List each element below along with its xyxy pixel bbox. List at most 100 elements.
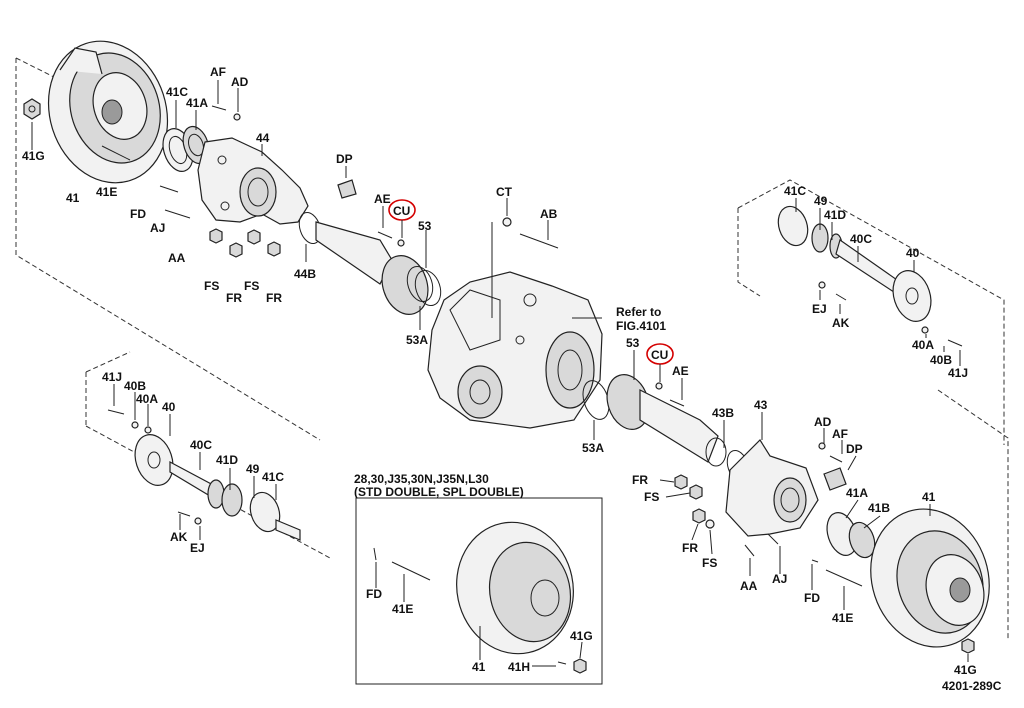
label-41E-upper-left: 41E xyxy=(96,185,117,199)
upper-right-panel-frame xyxy=(737,179,1005,445)
label-41D-upper-right: 41D xyxy=(824,208,846,222)
label-41C-lower-left: 41C xyxy=(262,470,284,484)
label-AA-upper: AA xyxy=(168,251,186,265)
label-AD-upper: AD xyxy=(231,75,249,89)
figure-number: 4201-289C xyxy=(942,679,1002,693)
label-41J-upper-right: 41J xyxy=(948,366,968,380)
inset-title-line-1: 28,30,J35,30N,J35N,L30 xyxy=(354,472,489,486)
label-FD-upper: FD xyxy=(130,207,146,221)
label-FR-lower-right-1: FR xyxy=(632,473,648,487)
label-41A-lower-right: 41A xyxy=(846,486,868,500)
label-CU-center: CU xyxy=(651,348,668,362)
label-DP-lower-right: DP xyxy=(846,442,863,456)
label-43: 43 xyxy=(754,398,768,412)
label-41G-inset: 41G xyxy=(570,629,593,643)
part-labels: 41G 41 41E 41C 41A AF AD 44 FD AJ AA FS … xyxy=(22,65,1002,693)
label-40B-lower-left: 40B xyxy=(124,379,146,393)
label-AB: AB xyxy=(540,207,558,221)
label-41H-inset: 41H xyxy=(508,660,530,674)
label-41-lower-right: 41 xyxy=(922,490,936,504)
brake-drum-41-lower-right xyxy=(870,508,990,648)
label-40A-upper-right: 40A xyxy=(912,338,934,352)
dust-cover-DP-upper xyxy=(337,179,357,199)
axle-housing-stub-right xyxy=(606,374,727,467)
label-53-upper: 53 xyxy=(418,219,432,233)
label-FR-lower-right-2: FR xyxy=(682,541,698,555)
label-DP-upper: DP xyxy=(336,152,353,166)
label-AA-lower-right: AA xyxy=(740,579,758,593)
label-41-upper-left: 41 xyxy=(66,191,80,205)
label-49-lower-left: 49 xyxy=(246,462,260,476)
label-FS-upper-1: FS xyxy=(204,279,219,293)
label-AK-lower-left: AK xyxy=(170,530,188,544)
label-CT: CT xyxy=(496,185,513,199)
small-bolts-FD-AJ-upper xyxy=(159,185,281,258)
inset-hub xyxy=(373,521,587,674)
label-fig-4101: FIG.4101 xyxy=(616,319,666,333)
wheel-stud-41E-upper xyxy=(101,145,131,161)
label-FD-lower-right: FD xyxy=(804,591,820,605)
label-EJ-lower-left: EJ xyxy=(190,541,205,555)
label-40-upper-right: 40 xyxy=(906,246,920,260)
differential-carrier xyxy=(427,271,603,429)
label-49-upper-right: 49 xyxy=(814,194,828,208)
label-FS-upper-2: FS xyxy=(244,279,259,293)
label-FR-upper-1: FR xyxy=(226,291,242,305)
gasket-53A-upper xyxy=(414,269,442,307)
inset-title-line-2: (STD DOUBLE, SPL DOUBLE) xyxy=(354,485,524,499)
label-AE-center: AE xyxy=(672,364,689,378)
inset-box-std-double xyxy=(355,497,603,685)
label-FS-lower-right-1: FS xyxy=(644,490,659,504)
label-FD-inset: FD xyxy=(366,587,382,601)
label-41-inset: 41 xyxy=(472,660,486,674)
label-41E-inset: 41E xyxy=(392,602,413,616)
label-41A-upper-left: 41A xyxy=(186,96,208,110)
label-40A-lower-left: 40A xyxy=(136,392,158,406)
axle-housing-stub-upper xyxy=(315,221,434,315)
label-40-lower-left: 40 xyxy=(162,400,176,414)
leader-lines xyxy=(31,80,969,667)
label-41G-lower-right: 41G xyxy=(954,663,977,677)
label-44B: 44B xyxy=(294,267,316,281)
label-AE-upper: AE xyxy=(374,192,391,206)
label-41B-lower-right: 41B xyxy=(868,501,890,515)
label-EJ-upper-right: EJ xyxy=(812,302,827,316)
label-41J-lower-left: 41J xyxy=(102,370,122,384)
lower-right-panel-frame xyxy=(937,389,1009,640)
small-parts-lower-right xyxy=(674,442,847,557)
label-AJ-upper: AJ xyxy=(150,221,165,235)
label-41C-upper-right: 41C xyxy=(784,184,806,198)
label-53A-upper: 53A xyxy=(406,333,428,347)
label-AD-lower-right: AD xyxy=(814,415,832,429)
wheel-nut-41G-upper xyxy=(23,98,41,120)
label-40C-upper-right: 40C xyxy=(850,232,872,246)
label-40C-lower-left: 40C xyxy=(190,438,212,452)
seal-bearing-41A-41B-lower xyxy=(826,512,876,559)
bolts-AF-AD-upper xyxy=(211,105,241,121)
bolt-AB-washer-CT xyxy=(502,217,559,249)
label-43B: 43B xyxy=(712,406,734,420)
label-41E-lower-right: 41E xyxy=(832,611,853,625)
label-AK-upper-right: AK xyxy=(832,316,850,330)
label-53-center: 53 xyxy=(626,336,640,350)
studs-nut-lower-right xyxy=(811,559,975,654)
steering-knuckle-43 xyxy=(725,439,819,537)
label-41G-upper-left: 41G xyxy=(22,149,45,163)
label-44: 44 xyxy=(256,131,270,145)
label-FR-upper-2: FR xyxy=(266,291,282,305)
label-AF-lower-right: AF xyxy=(832,427,848,441)
axle-shaft-40-upper-right xyxy=(777,205,963,347)
label-refer-to: Refer to xyxy=(616,305,661,319)
label-40B-upper-right: 40B xyxy=(930,353,952,367)
label-41C-upper-left: 41C xyxy=(166,85,188,99)
label-AJ-lower-right: AJ xyxy=(772,572,787,586)
axle-shaft-40-lower-left xyxy=(107,409,301,541)
label-41D-lower-left: 41D xyxy=(216,453,238,467)
label-CU-upper: CU xyxy=(393,204,410,218)
brake-drum-41-upper-left xyxy=(47,40,169,184)
washer-CU-bolt-AE-center xyxy=(655,382,685,407)
label-FS-lower-right-2: FS xyxy=(702,556,717,570)
label-53A-center: 53A xyxy=(582,441,604,455)
steering-knuckle-44 xyxy=(197,137,309,225)
